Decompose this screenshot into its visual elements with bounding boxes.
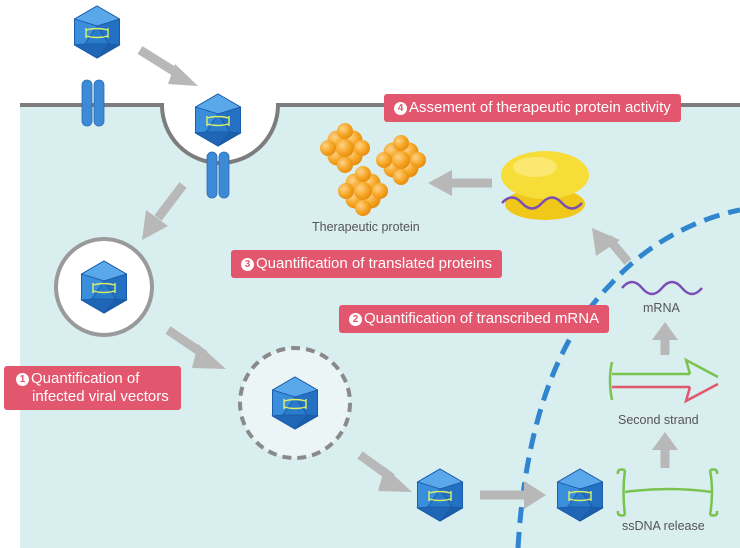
- mrna-icon: [621, 280, 703, 296]
- mrna-caption: mRNA: [643, 301, 680, 315]
- arrow-transcription-icon: [652, 322, 678, 355]
- arrow-endocytosis-icon: [142, 182, 187, 240]
- step-3-text: Quantification of translated proteins: [256, 255, 492, 272]
- virus-capsid-icon: [73, 5, 121, 59]
- step-2-number: 2: [349, 313, 362, 326]
- therapeutic-protein-caption: Therapeutic protein: [312, 220, 420, 234]
- second-strand-caption: Second strand: [618, 413, 699, 427]
- step-1-text-line1: Quantification of: [31, 370, 140, 387]
- arrow-export-icon: [592, 228, 632, 265]
- step-2-text: Quantification of transcribed mRNA: [364, 310, 600, 327]
- arrow-binding-icon: [137, 46, 198, 86]
- virus-capsid-icon: [194, 93, 242, 147]
- arrow-escape-icon: [165, 326, 226, 369]
- arrow-release-icon: [357, 451, 412, 492]
- ssdna-release-caption: ssDNA release: [622, 519, 705, 533]
- step-4-text: Assement of therapeutic protein activity: [409, 99, 671, 116]
- arrow-nuclear-entry-icon: [480, 481, 546, 509]
- arrow-second-strand-icon: [652, 432, 678, 468]
- arrow-translation-icon: [428, 170, 492, 196]
- step-1-number: 1: [16, 373, 29, 386]
- step-1-text-line2: infected viral vectors: [32, 388, 169, 405]
- ribosome-icon: [501, 151, 589, 220]
- ssdna-icon: [616, 468, 719, 517]
- step-3-number: 3: [241, 258, 254, 271]
- double-strand-dna-icon: [608, 357, 719, 404]
- step-4-number: 4: [394, 102, 407, 115]
- nuclear-envelope: [515, 207, 740, 548]
